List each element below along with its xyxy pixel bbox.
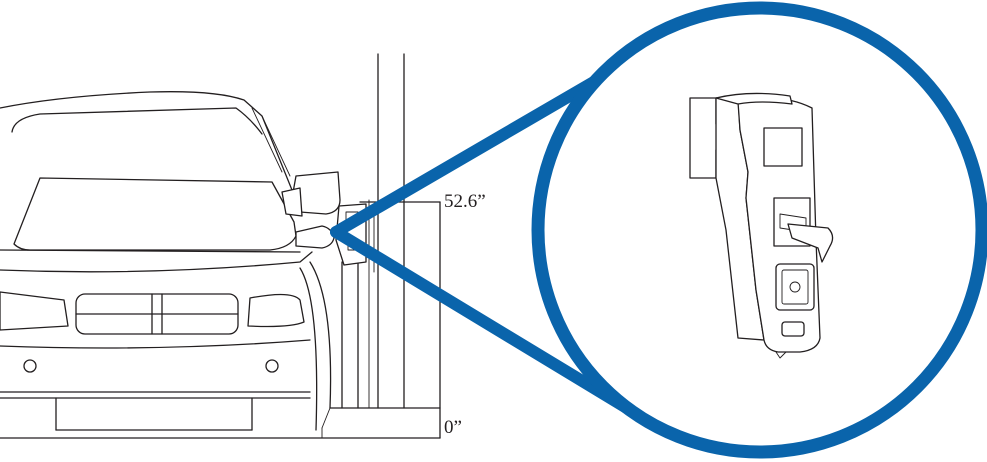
height-label-top: 52.6”	[444, 191, 486, 212]
hand-with-card	[787, 223, 834, 263]
height-label-bottom: 0”	[444, 417, 462, 438]
magnifier	[330, 1, 987, 459]
wall-column	[0, 53, 441, 439]
kiosk-magnified-view	[689, 92, 834, 359]
pickup-truck	[0, 91, 341, 431]
kiosk-screen	[763, 127, 803, 167]
intercom-panel	[775, 263, 815, 311]
